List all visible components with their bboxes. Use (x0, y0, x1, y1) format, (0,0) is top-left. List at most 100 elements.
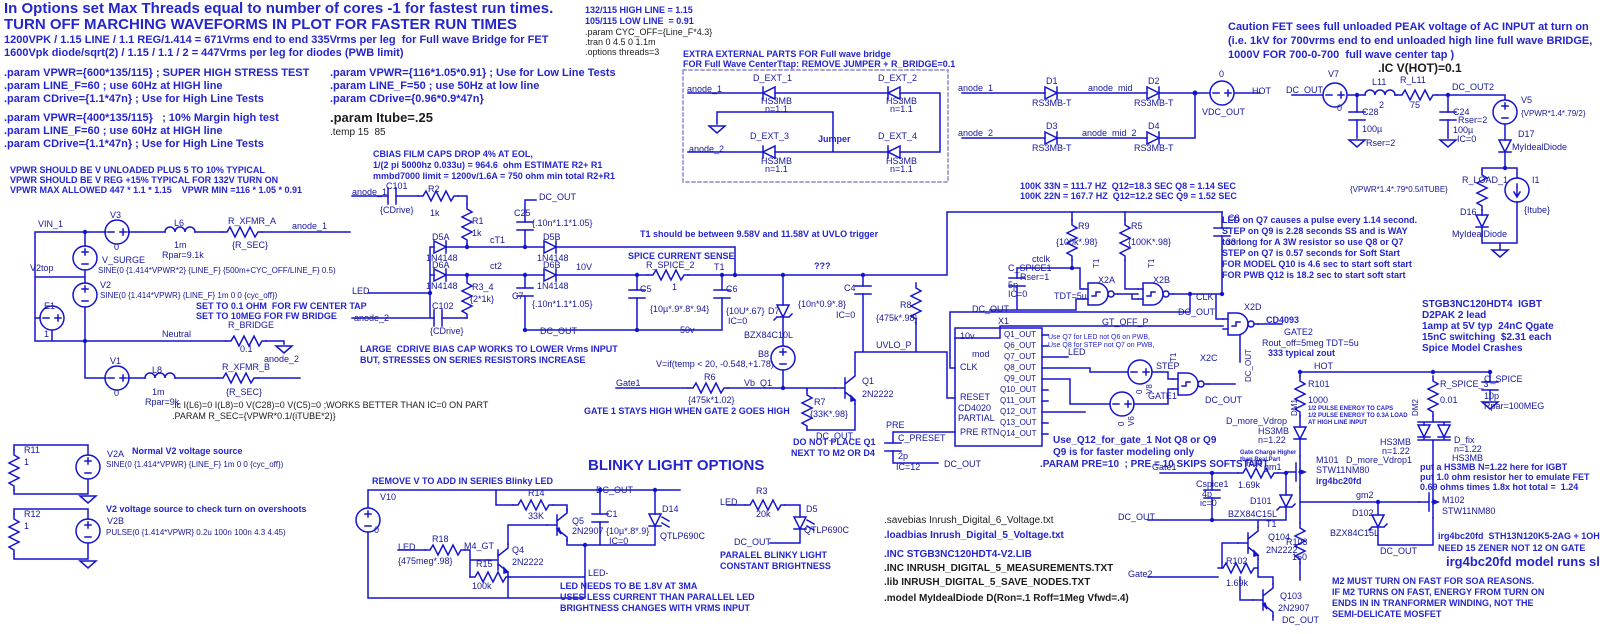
junction-dots (82, 90, 1508, 548)
schematic-label: ctclk (1032, 254, 1050, 264)
schematic-label: STEP on Q7 is 0.57 seconds for Soft Star… (1222, 248, 1400, 258)
schematic-label: C6 (726, 284, 738, 294)
schematic-label: VIN_1 (38, 219, 64, 229)
schematic-label: 2p (898, 451, 909, 461)
schematic-label: {475k*.98} (876, 313, 918, 323)
schematic-label: Rpar=9k (145, 397, 180, 407)
schematic-label: Gate1 (1152, 462, 1177, 472)
schematic-label: IC=0 (1008, 289, 1028, 299)
schematic-label: 10p (1484, 391, 1500, 401)
schematic-label: LARGE CDRIVE BIAS CAP WORKS TO LOWER Vrm… (360, 344, 618, 354)
schematic-label: V1 (110, 356, 122, 366)
schematic-label: Rser=2 (1458, 115, 1488, 125)
schematic-label: PARALEL BLINKY LIGHT (720, 550, 828, 560)
schematic-label: 33n (1226, 237, 1242, 247)
schematic-label: Q14_OUT (1000, 429, 1037, 438)
schematic-label: SINE(0 {1.414*VPWR} {LINE_F} 1m 0 0 {cyc… (100, 291, 278, 300)
schematic-label: {33K*.98} (810, 409, 849, 419)
schematic-label: D102 (1352, 508, 1374, 518)
schematic-label: RS3MB-T (1134, 143, 1174, 153)
schematic-label: CLK (960, 362, 978, 372)
schematic-label: 0.69 ohms times 1.8x hot total = 1.24 (1420, 482, 1579, 492)
schematic-label: .lib INRUSH_DIGITAL_5_SAVE_NODES.TXT (884, 577, 1091, 588)
schematic-label: HS3MB (886, 96, 918, 106)
schematic-label: R1 (472, 216, 484, 226)
schematic-label: anode_2 (264, 354, 300, 364)
schematic-label: DC_OUT (972, 304, 1010, 314)
schematic-label: RESET (960, 392, 991, 402)
schematic-label: R3_4 (472, 282, 494, 292)
schematic-label: V3 (110, 210, 122, 220)
schematic-label: GATE 1 STAYS HIGH WHEN GATE 2 GOES HIGH (584, 406, 790, 416)
schematic-label: LED (1068, 347, 1086, 357)
schematic-label: DM2 (1411, 399, 1420, 416)
schematic-label: 100µ (1362, 124, 1383, 134)
schematic-label: B8 (758, 349, 770, 359)
schematic-label: Q4 (512, 545, 525, 555)
schematic-label: REMOVE V TO ADD IN SERIES Blinky LED (372, 476, 554, 486)
schematic-label: PRE RTN (960, 427, 1000, 437)
schematic-label: Q9_OUT (1004, 374, 1037, 383)
schematic-label: C24 (1453, 107, 1470, 117)
schematic-label: BRIGHTNESS CHANGES WITH VRMS INPUT (560, 603, 751, 613)
schematic-label: RS3MB-T (1032, 143, 1072, 153)
schematic-label: ic=0 (1200, 498, 1217, 508)
schematic-label: .tran 0 4.5 0 1.1m (585, 37, 656, 47)
schematic-label: DC_OUT (734, 537, 772, 547)
schematic-label: Q6_OUT (1004, 341, 1037, 350)
schematic-label: R_LOAD_1 (1462, 175, 1509, 185)
schematic-label: n=1.22 (1382, 446, 1410, 456)
schematic-label: (i.e. 1kV for 700vrms end to end unloade… (1228, 35, 1593, 47)
schematic-label: Gate2 (1128, 569, 1153, 579)
schematic-label: Q1 (862, 376, 875, 386)
schematic-label: .IC V(HOT)=0.1 (1378, 61, 1462, 75)
schematic-label: IC=0 (836, 310, 856, 320)
schematic-label: {2*1k} (470, 294, 495, 304)
schematic-label: CD4093 (1266, 315, 1300, 325)
schematic-label: D1 (1046, 76, 1058, 86)
schematic-label: T1 should be between 9.58V and 11.58V at… (640, 229, 879, 239)
schematic-label: CLK (1196, 292, 1214, 302)
schematic-label: R12 (24, 509, 41, 519)
schematic-label: D5 (806, 504, 818, 514)
schematic-label: C_SPICE (1484, 374, 1523, 384)
schematic-label: .INC STGB3NC120HDT4-V2.LIB (884, 549, 1032, 560)
schematic-label: UVLO_P (876, 340, 912, 350)
schematic-label: .PARAM R_SEC={VPWR*0.1/(iTUBE*2)} (172, 411, 336, 421)
schematic-label: .param LINE_F=60 ; use 60Hz at HIGH line (4, 125, 223, 137)
schematic-label: Caution FET sees full unloaded PEAK volt… (1228, 21, 1589, 33)
schematic-label: R102 (1226, 556, 1248, 566)
schematic-label: 0 (114, 388, 120, 398)
schematic-label: 1amp at 5V typ 24nC Qgate (1422, 321, 1554, 332)
schematic-label: 2N2222 (862, 389, 894, 399)
schematic-label: M102 (1442, 495, 1465, 505)
schematic-label: HS3MB (1258, 426, 1290, 436)
schematic-label: {CDrive} (430, 326, 464, 336)
schematic-label: DC_OUT (1178, 307, 1216, 317)
schematic-label: {100K*.98} (1128, 237, 1172, 247)
schematic-label: Cspice1 (1196, 479, 1229, 489)
schematic-label: .param LINE_F=50 ; use 50Hz at low line (330, 80, 540, 92)
schematic-label: {VPWR*1.4*.79*0.5/ITUBE} (1350, 185, 1448, 194)
schematic-label: V2A (107, 449, 125, 459)
schematic-label: mmbd7000 limit = 1200v/1.6A = 750 ohm mi… (373, 171, 616, 181)
schematic-label: TDT=5u (1054, 291, 1087, 301)
schematic-label: 4p (1202, 489, 1213, 499)
schematic-label: Rpar=100MEG (1484, 401, 1545, 411)
schematic-label: 10V (576, 262, 593, 272)
schematic-label: AT HIGH LINE INPUT (1308, 420, 1368, 426)
schematic-label: .param Itube=.25 (330, 110, 433, 125)
schematic-label: C102 (432, 301, 454, 311)
schematic-label: {10U*.67} (726, 306, 765, 316)
schematic-label: D6A (432, 260, 450, 270)
schematic-label: CD4020 (958, 403, 992, 413)
schematic-label: V2 voltage source to check turn on overs… (106, 504, 307, 514)
schematic-label: D_EXT_4 (878, 131, 918, 141)
schematic-label: {CDrive} (380, 205, 414, 215)
schematic-label: STW11NM80 (1442, 506, 1496, 516)
schematic-label: SEMI-DELICATE MOSFET (1332, 609, 1442, 619)
schematic-label: anode_1 (958, 83, 994, 93)
schematic-label: {475k*1.02} (688, 395, 735, 405)
wire-osc-logic (949, 211, 1283, 435)
